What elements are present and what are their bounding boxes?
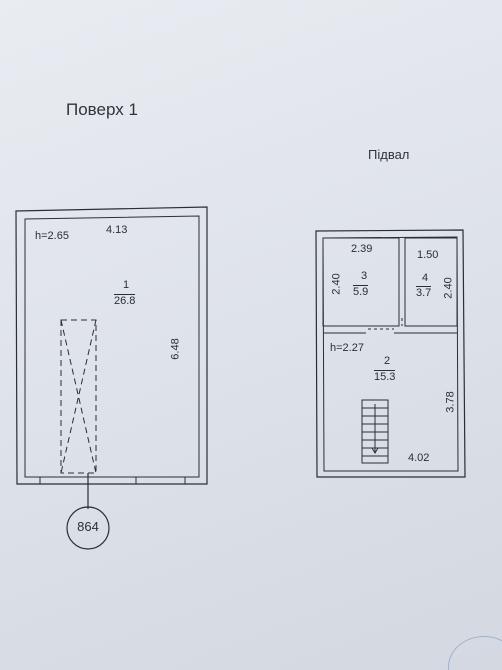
room4-number: 4: [421, 272, 429, 284]
room4-area: 3.7: [416, 286, 432, 299]
room2-width-dim: 4.02: [408, 452, 430, 464]
room3-area: 5.9: [353, 285, 369, 298]
room4-width-dim: 1.50: [417, 249, 439, 261]
floor1-width-dim: 4.13: [106, 224, 128, 236]
room4-depth-dim: 2.40: [442, 277, 455, 299]
basement-title: Підвал: [368, 147, 410, 162]
room2-area: 15.3: [374, 370, 396, 383]
parcel-number: 864: [77, 519, 99, 534]
floor1-length-dim: 6.48: [169, 338, 182, 360]
room1-number: 1: [122, 279, 130, 291]
basement-walls: [315, 229, 466, 478]
room3-width-dim: 2.39: [351, 243, 373, 255]
stair-opening: [60, 319, 97, 474]
room2-depth-dim: 3.78: [444, 391, 457, 413]
floor1-wall-outer: [15, 206, 208, 485]
basement-wall-outer: [315, 229, 466, 478]
basement-wall-inner: [322, 236, 459, 472]
door-openings: [368, 318, 403, 330]
room3-number: 3: [360, 270, 368, 282]
floor1-title: Поверх 1: [66, 100, 138, 119]
floor1-wall-inner: [24, 215, 200, 478]
floor1-walls: [15, 206, 208, 485]
basement-height: h=2.27: [330, 342, 364, 354]
floor1-height: h=2.65: [35, 230, 69, 242]
basement-staircase: [361, 399, 389, 464]
parcel-marker: [66, 473, 110, 550]
room1-area: 26.8: [114, 294, 136, 307]
room2-number: 2: [383, 355, 391, 367]
room3-depth-dim: 2.40: [330, 273, 343, 295]
